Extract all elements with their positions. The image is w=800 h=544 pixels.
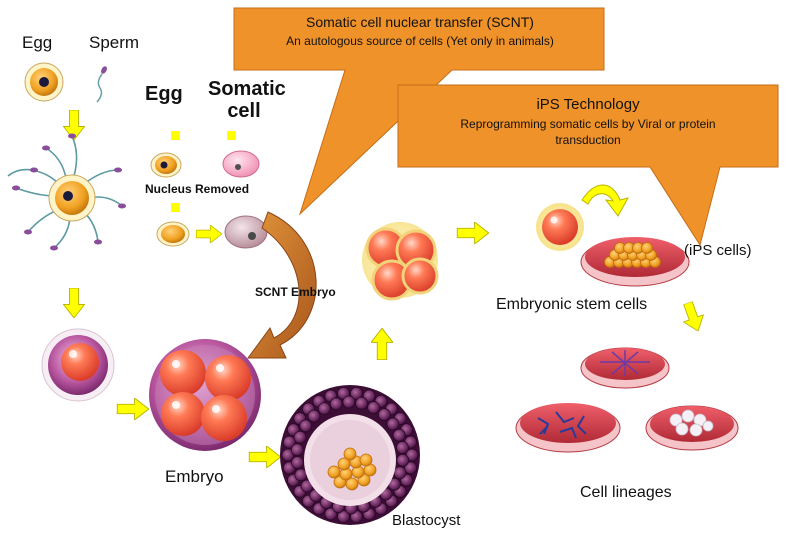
label-blastocyst: Blastocyst [392, 512, 461, 529]
scnt-callout-title: Somatic cell nuclear transfer (SCNT) [306, 14, 534, 30]
ips-source-cell-icon [536, 203, 584, 251]
label-embryo: Embryo [165, 467, 224, 486]
somatic-cell-icon [222, 150, 260, 178]
enucleated-egg-icon [156, 221, 190, 247]
label-ips-cells: (iPS cells) [684, 242, 752, 259]
scnt-callout-text: Somatic cell nuclear transfer (SCNT) An … [240, 13, 600, 49]
arrow-right-2-icon [248, 446, 282, 468]
marker-square-somatic-icon [227, 131, 236, 140]
ips-callout-title: iPS Technology [536, 96, 640, 113]
label-somatic-cell: Somatic cell [208, 78, 286, 122]
arrow-down-2-icon [63, 288, 85, 318]
arrow-up-icon [371, 328, 393, 360]
scnt-egg-icon [150, 152, 182, 178]
label-cell-lineages: Cell lineages [580, 484, 672, 501]
morula-cluster-icon [362, 222, 439, 301]
es-cell-dish-icon [580, 237, 690, 287]
ips-curved-arrow-icon [581, 184, 629, 217]
ips-callout-box [397, 84, 779, 247]
arrow-right-3-icon [196, 225, 222, 243]
embryo-icon [149, 339, 261, 451]
marker-square-egg-icon [171, 131, 180, 140]
sperm-cell-icon [96, 66, 107, 103]
scnt-callout-box [233, 7, 605, 216]
zygote-icon [41, 328, 115, 402]
arrow-right-4-icon [456, 222, 490, 244]
label-scnt-embryo: SCNT Embryo [255, 285, 336, 299]
marker-square-enucleated-icon [171, 203, 180, 212]
blastocyst-icon [280, 385, 420, 525]
label-egg: Egg [22, 33, 53, 52]
ips-callout-text: iPS Technology Reprogramming somatic cel… [404, 96, 772, 148]
label-egg-scnt: Egg [145, 83, 183, 105]
scnt-callout-subtitle: An autologous source of cells (Yet only … [286, 34, 554, 48]
label-nucleus-removed: Nucleus Removed [145, 182, 250, 196]
lineage-dish-neurons-icon [580, 347, 670, 389]
arrow-right-1-icon [116, 398, 150, 420]
scnt-curved-arrow-icon [247, 211, 317, 359]
ips-callout-subtitle: Reprogramming somatic cells by Viral or … [460, 117, 716, 147]
arrow-down-3-icon [677, 299, 709, 335]
lineage-dish-blue-cells-icon [515, 403, 621, 453]
label-embryonic-stem-cells: Embryonic stem cells [496, 296, 648, 313]
reconstructed-egg-icon [224, 215, 268, 249]
egg-cell-icon [24, 62, 64, 102]
lineage-dish-white-cells-icon [645, 405, 739, 451]
label-sperm: Sperm [89, 33, 140, 52]
fertilization-icon [7, 133, 126, 251]
